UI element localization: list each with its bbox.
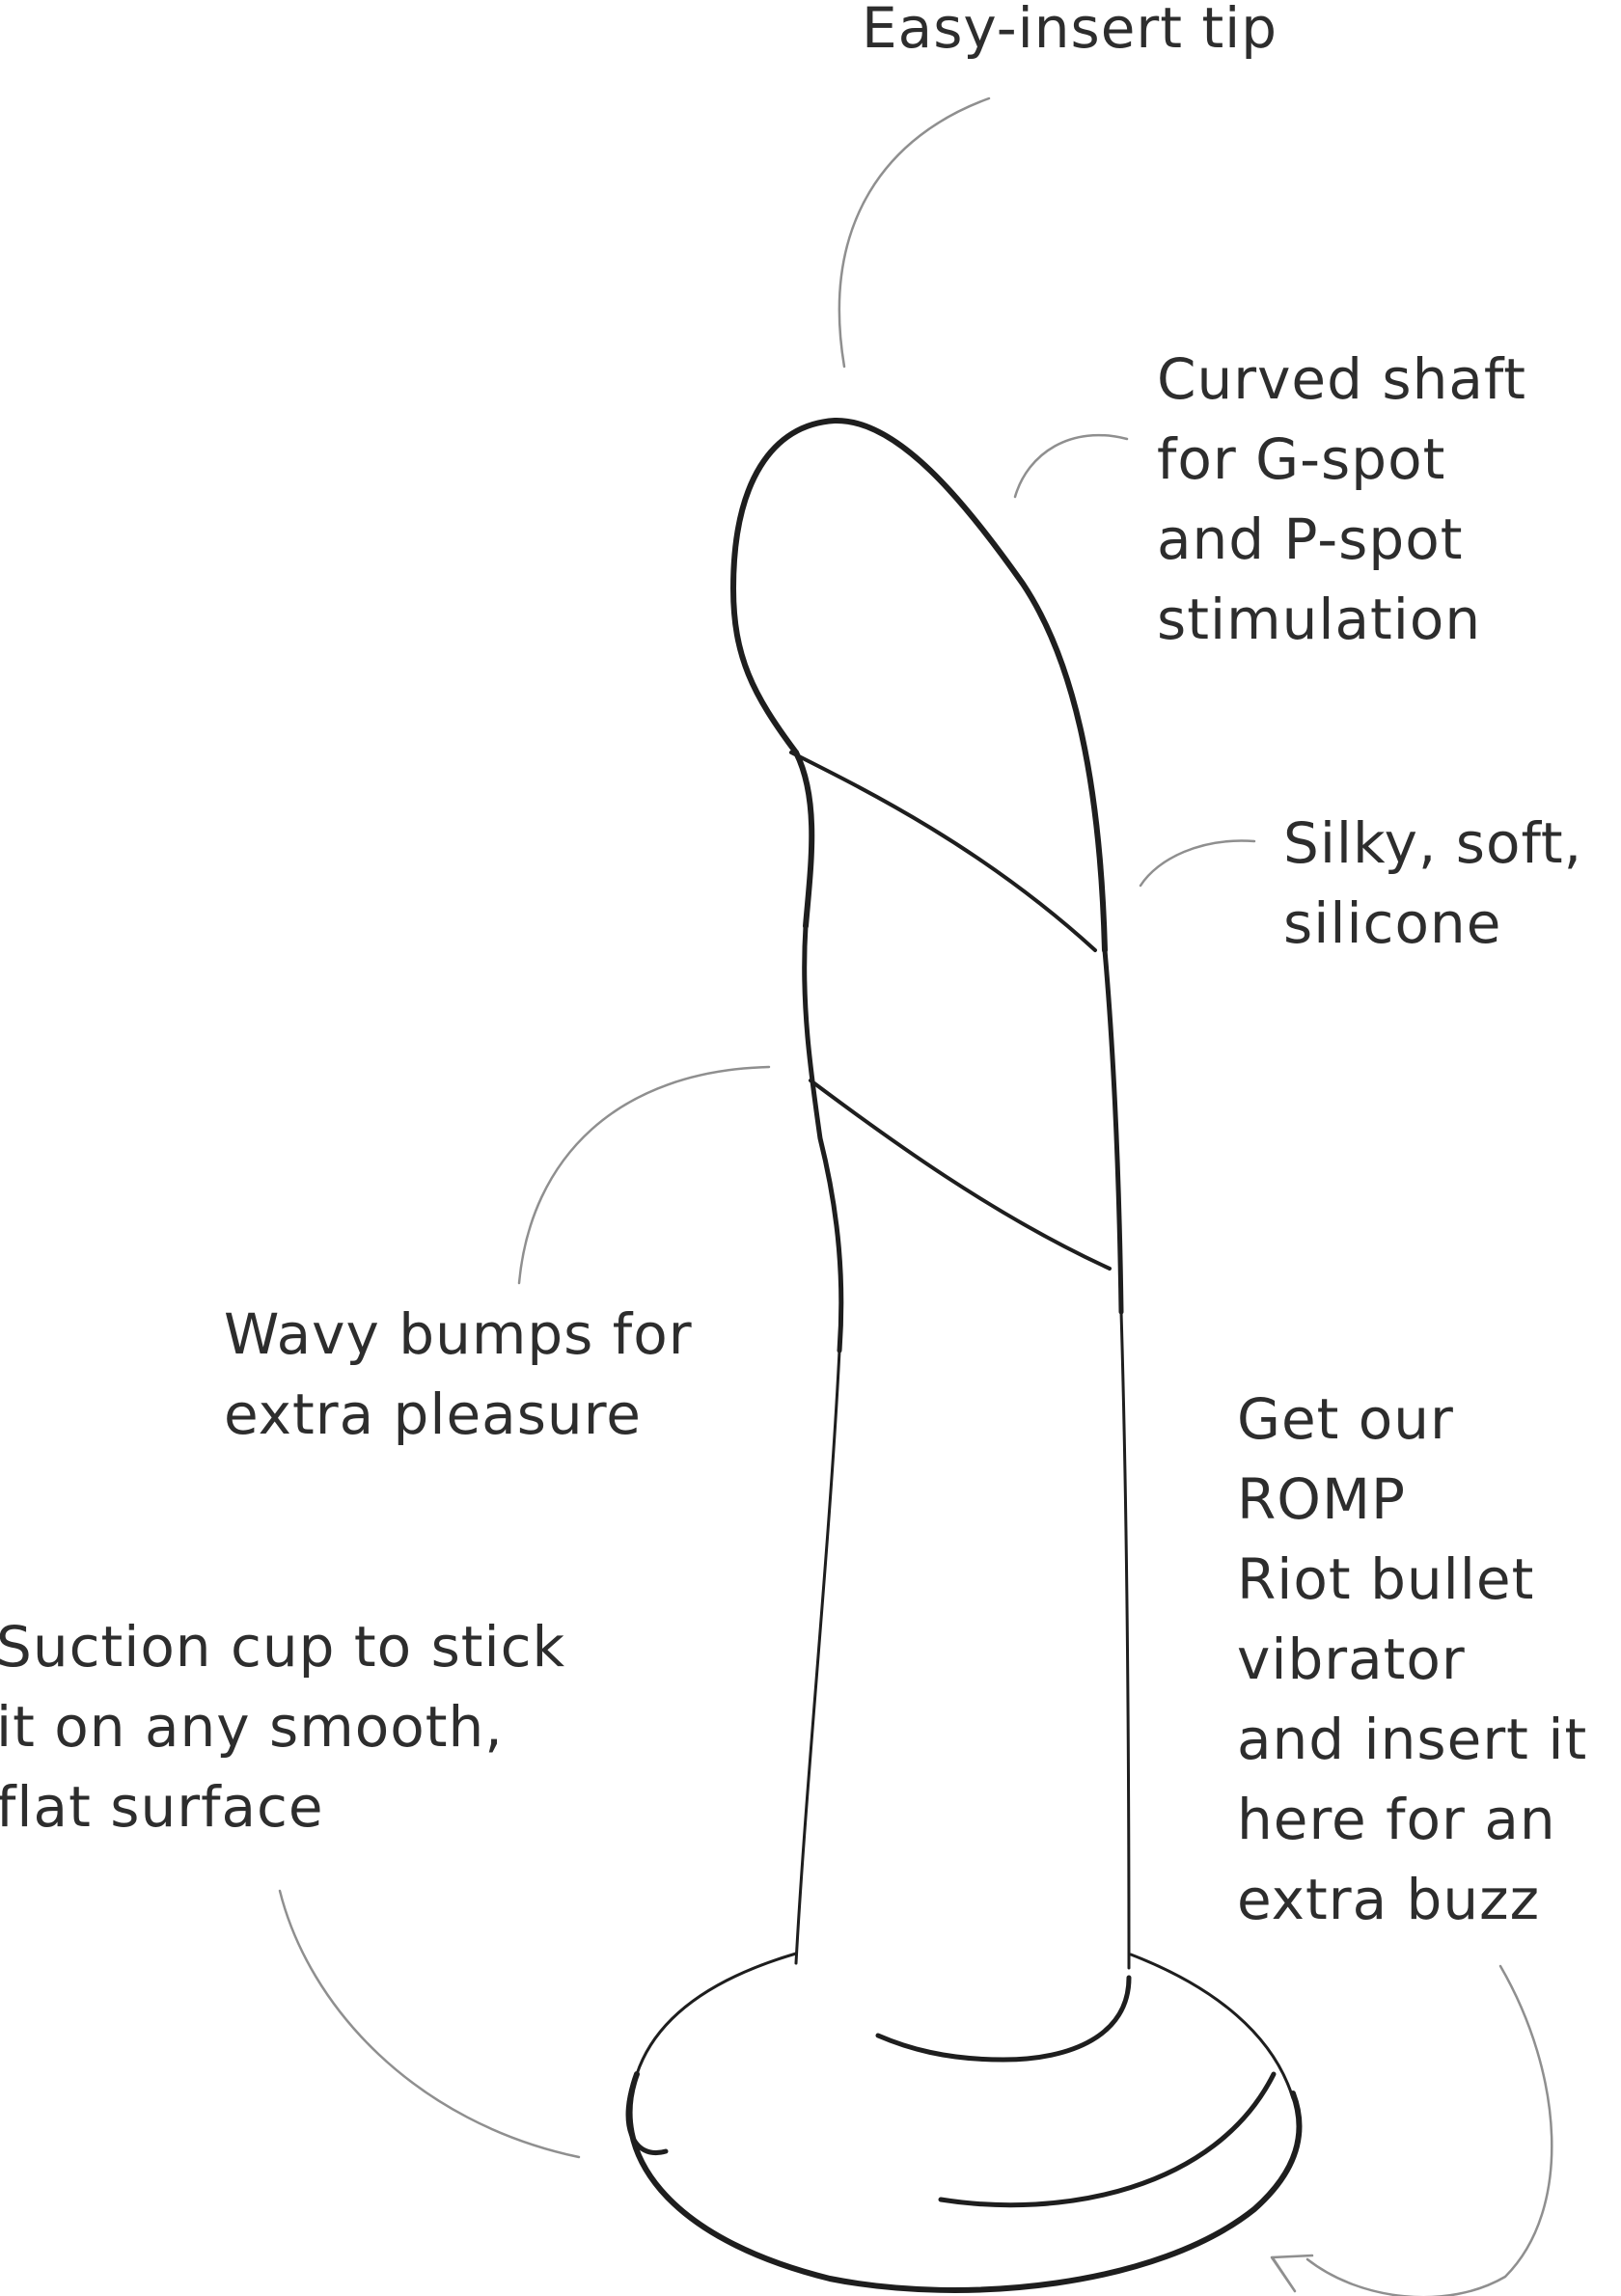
callout-line: and P-spot bbox=[1157, 506, 1464, 572]
callout-line: Suction cup to stick bbox=[0, 1614, 566, 1680]
product-outline bbox=[625, 417, 1303, 2293]
callout-curved-shaft: Curved shaft for G-spot and P-spot stimu… bbox=[1157, 340, 1526, 660]
callout-line: for G-spot bbox=[1157, 426, 1446, 492]
callout-line: Silky, soft, bbox=[1283, 810, 1583, 876]
leader-vibrator bbox=[1305, 1964, 1553, 2296]
callout-line: silicone bbox=[1283, 890, 1502, 956]
callout-line: vibrator bbox=[1237, 1626, 1466, 1692]
leader-material bbox=[1139, 839, 1256, 888]
callout-line: Wavy bumps for bbox=[224, 1301, 693, 1367]
arrowhead-icon bbox=[1270, 2254, 1314, 2293]
callout-line: Get our bbox=[1237, 1386, 1454, 1452]
callout-material: Silky, soft, silicone bbox=[1283, 804, 1582, 964]
leader-lines bbox=[278, 96, 1553, 2296]
leader-shaft bbox=[1013, 433, 1129, 499]
callout-line: extra buzz bbox=[1237, 1867, 1541, 1932]
callout-line: and insert it bbox=[1237, 1707, 1588, 1772]
leader-tip bbox=[838, 96, 991, 369]
callout-tip: Easy-insert tip bbox=[862, 0, 1278, 68]
callout-suction-cup: Suction cup to stick it on any smooth, f… bbox=[0, 1607, 565, 1847]
callout-line: ROMP bbox=[1237, 1466, 1406, 1532]
callout-line: Riot bullet bbox=[1237, 1546, 1535, 1612]
callout-line: here for an bbox=[1237, 1787, 1556, 1852]
callout-line: flat surface bbox=[0, 1774, 324, 1840]
callout-vibrator: Get our ROMP Riot bullet vibrator and in… bbox=[1237, 1380, 1587, 1940]
callout-line: stimulation bbox=[1157, 587, 1482, 652]
leader-bumps bbox=[517, 1065, 771, 1285]
callout-line: Easy-insert tip bbox=[862, 0, 1278, 61]
callout-line: extra pleasure bbox=[224, 1381, 642, 1447]
callout-line: it on any smooth, bbox=[0, 1694, 504, 1760]
leader-suction bbox=[278, 1889, 581, 2159]
callout-line: Curved shaft bbox=[1157, 346, 1527, 412]
callout-wavy-bumps: Wavy bumps for extra pleasure bbox=[224, 1295, 693, 1455]
